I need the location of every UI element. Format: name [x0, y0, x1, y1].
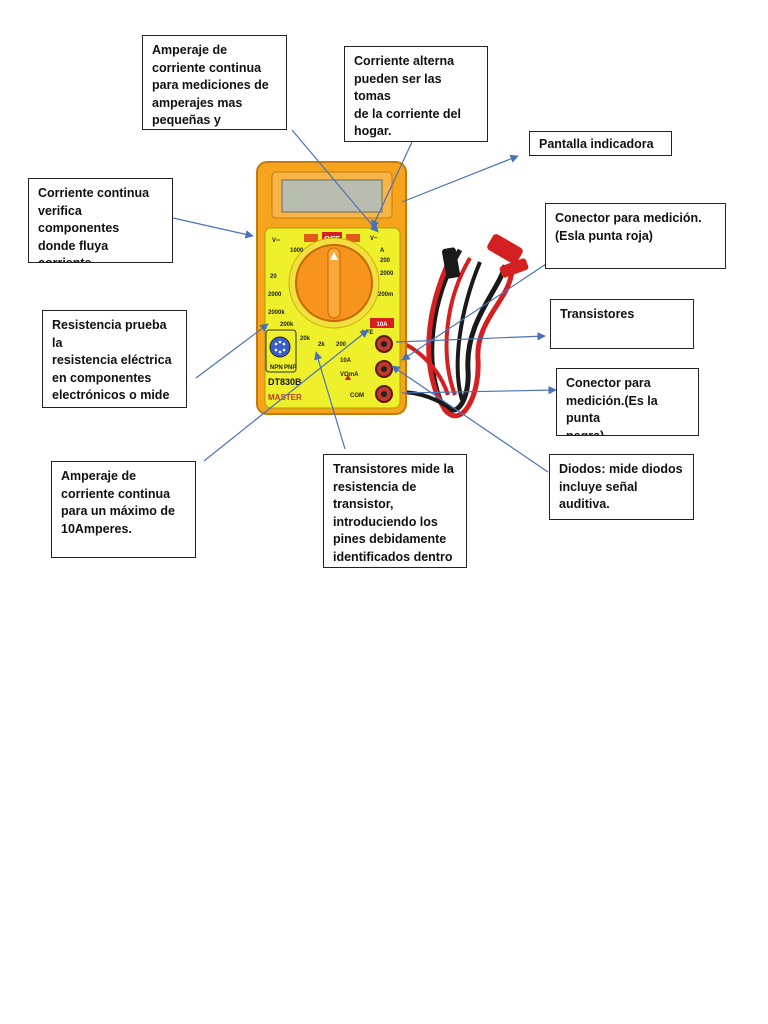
brand-label: MASTER	[268, 393, 302, 402]
svg-text:NPN: NPN	[270, 365, 283, 371]
svg-text:200: 200	[380, 258, 391, 264]
label-conector-negro: Conector para medición.(Es la punta negr…	[556, 368, 699, 436]
label-corriente-continua: Corriente continua verifica componentes …	[28, 178, 173, 263]
svg-text:V~: V~	[370, 236, 378, 242]
label-pantalla-indicadora: Pantalla indicadora	[529, 131, 672, 156]
svg-text:200: 200	[336, 342, 347, 348]
svg-text:PNP: PNP	[284, 365, 296, 371]
label-corriente-alterna: Corriente alterna pueden ser las tomas d…	[344, 46, 488, 142]
svg-text:20: 20	[270, 274, 277, 280]
svg-text:200m: 200m	[378, 292, 393, 298]
svg-text:V═: V═	[272, 238, 281, 244]
svg-text:A: A	[380, 248, 385, 254]
svg-text:10A: 10A	[376, 322, 388, 328]
svg-text:200k: 200k	[280, 322, 294, 328]
svg-text:2k: 2k	[318, 342, 325, 348]
label-conector-rojo: Conector para medición. (Esla punta roja…	[545, 203, 726, 269]
lcd-screen	[281, 179, 383, 213]
label-amperaje-cc-pequenas: Amperaje de corriente continua para medi…	[142, 35, 287, 130]
svg-text:2000: 2000	[268, 292, 282, 298]
input-jacks	[375, 335, 393, 403]
label-resistencia: Resistencia prueba la resistencia eléctr…	[42, 310, 187, 408]
label-transistores-resistencia: Transistores mide la resistencia de tran…	[323, 454, 467, 568]
svg-text:COM: COM	[350, 393, 364, 399]
svg-text:2000: 2000	[380, 271, 394, 277]
svg-text:10A: 10A	[340, 358, 352, 364]
model-label: DT830B	[268, 377, 302, 387]
svg-text:VΩmA: VΩmA	[340, 372, 359, 378]
label-amperaje-10a: Amperaje de corriente continua para un m…	[51, 461, 196, 558]
label-diodos: Diodos: mide diodos incluye señal auditi…	[549, 454, 694, 520]
dial-marks: V═ 1000 V~ A 20 2000 200 2000 200m 2000k…	[268, 236, 394, 348]
label-transistores: Transistores	[550, 299, 694, 349]
svg-text:1000: 1000	[290, 248, 304, 254]
svg-text:2000k: 2000k	[268, 310, 285, 316]
svg-text:20k: 20k	[300, 336, 311, 342]
